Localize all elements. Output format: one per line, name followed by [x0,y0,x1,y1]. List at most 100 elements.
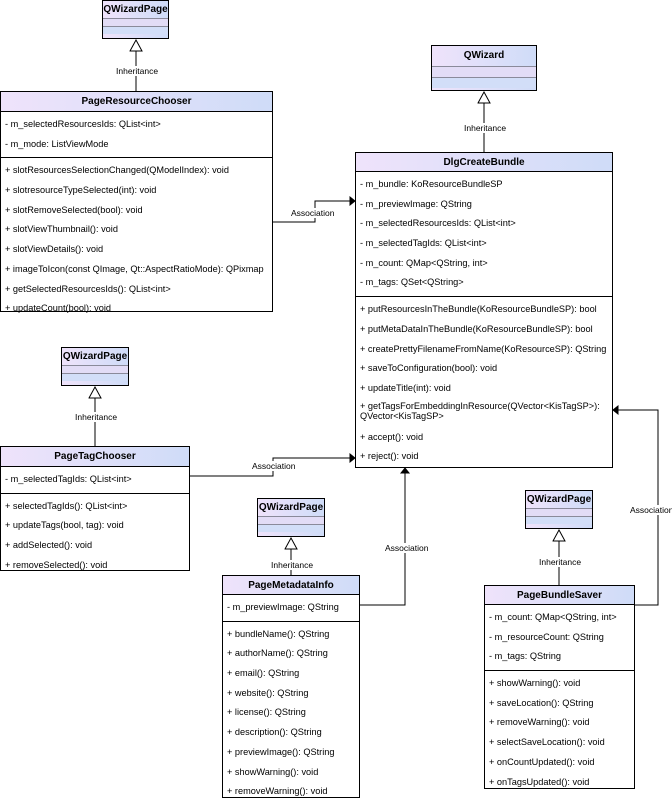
attributes-section: - m_previewImage: QString [223,595,359,622]
method-row: + saveLocation(): QString [489,697,594,708]
stub-attribute-section [103,18,168,26]
method-row: + createPrettyFilenameFromName(KoResourc… [360,343,607,354]
stub-title: QWizardPage [62,351,128,362]
attribute-row: - m_resourceCount: QString [489,631,604,642]
method-row: + onTagsUpdated(): void [489,776,590,787]
attribute-row: - m_tags: QString [489,651,561,662]
method-row: + imageToIcon(const QImage, Qt::AspectRa… [5,263,264,274]
methods-section: + selectedTagIds(): QList<int> + updateT… [1,494,189,579]
attributes-section: - m_bundle: KoResourceBundleSP - m_previ… [356,172,612,298]
stub-method-section [62,373,128,381]
stub-method-section [103,26,168,34]
methods-section: + showWarning(): void + saveLocation(): … [485,671,634,795]
method-row: + addSelected(): void [5,540,93,551]
qwizardpage-stub-4: QWizardPage [525,490,593,529]
attribute-row: - m_count: QMap<QString, int> [360,257,488,268]
methods-section: + slotResourcesSelectionChanged(QModelIn… [1,158,272,322]
inheritance-label: Inheritance [74,412,119,422]
methods-section: + putResourcesInTheBundle(KoResourceBund… [356,297,612,470]
attribute-row: - m_previewImage: QString [360,198,472,209]
method-row: + description(): QString [227,727,322,738]
attribute-row: - m_selectedTagIds: QList<int> [5,474,132,484]
inheritance-label: Inheritance [463,123,508,133]
attribute-row: - m_previewImage: QString [227,602,339,612]
attribute-row: - m_bundle: KoResourceBundleSP [360,179,503,189]
method-row: + saveToConfiguration(bool): void [360,363,498,374]
method-row: + slotRemoveSelected(bool): void [5,204,143,215]
method-row: + slotViewDetails(): void [5,244,104,255]
method-row: + email(): QString [227,668,300,679]
association-arrow-bundle-saver [612,404,619,416]
stub-method-section [432,77,536,88]
method-row: + putMetaDataInTheBundle(KoResourceBundl… [360,323,593,334]
association-arrow-metadata-info [399,467,411,474]
method-row: + reject(): void [360,451,419,462]
method-row: + accept(): void [360,431,424,442]
method-row: + license(): QString [227,707,306,718]
method-row: + slotResourcesSelectionChanged(QModelIn… [5,165,229,176]
qwizardpage-stub-1: QWizardPage [102,0,169,39]
association-label: Association [629,505,672,515]
inheritance-label: Inheritance [270,560,315,570]
method-row: + updateTags(bool, tag): void [5,520,124,531]
method-row: + slotViewThumbnail(): void [5,224,118,235]
class-page-resource-chooser: PageResourceChooser - m_selectedResource… [0,91,273,313]
class-title: PageTagChooser [1,447,189,467]
attributes-section: - m_count: QMap<QString, int> - m_resour… [485,605,634,672]
method-row: + selectedTagIds(): QList<int> [5,500,128,511]
method-row: + selectSaveLocation(): void [489,737,605,748]
method-row: + website(): QString [227,687,309,698]
method-row: + authorName(): QString [227,648,328,659]
class-title: PageResourceChooser [1,92,272,112]
class-title: PageMetadataInfo [223,576,359,595]
attribute-row: - m_mode: ListViewMode [5,138,109,149]
stub-attribute-section [258,516,324,524]
inheritance-label: Inheritance [538,557,583,567]
method-row: + updateCount(bool): void [5,303,111,314]
attribute-row: - m_count: QMap<QString, int> [489,612,617,622]
class-title: PageBundleSaver [485,586,634,605]
method-row: + showWarning(): void [227,766,319,777]
method-row: + bundleName(): QString [227,628,330,639]
association-label: Association [384,543,430,553]
method-row: + updateTitle(int): void [360,382,451,393]
qwizardpage-stub-2: QWizardPage [61,347,129,386]
attributes-section: - m_selectedTagIds: QList<int> [1,467,189,494]
method-row: + showWarning(): void [489,678,581,689]
qwizardpage-stub-3: QWizardPage [257,498,325,537]
methods-section: + bundleName(): QString + authorName(): … [223,622,359,805]
stub-attribute-section [526,508,592,516]
method-row: + slotresourceTypeSelected(int): void [5,185,157,196]
stub-method-section [526,516,592,524]
method-row: + getTagsForEmbeddingInResource(QVector<… [360,400,600,421]
method-row: + onCountUpdated(): void [489,756,595,767]
class-dlg-create-bundle: DlgCreateBundle - m_bundle: KoResourceBu… [355,152,613,468]
class-page-bundle-saver: PageBundleSaver - m_count: QMap<QString,… [484,585,635,789]
attribute-row: - m_selectedTagIds: QList<int> [360,238,487,249]
association-arrow-resource-chooser [349,195,356,207]
association-label: Association [290,208,336,218]
class-page-tag-chooser: PageTagChooser - m_selectedTagIds: QList… [0,446,190,571]
attributes-section: - m_selectedResourcesIds: QList<int> - m… [1,112,272,159]
qwizard-stub: QWizard [431,45,537,91]
stub-title: QWizard [463,50,505,61]
stub-method-section [258,524,324,532]
attribute-row: - m_tags: QSet<QString> [360,277,464,288]
stub-title: QWizardPage [258,502,324,513]
inheritance-label: Inheritance [115,66,160,76]
attribute-row: - m_selectedResourcesIds: QList<int> [360,218,516,229]
class-page-metadata-info: PageMetadataInfo - m_previewImage: QStri… [222,575,360,798]
method-row: + removeSelected(): void [5,559,108,570]
class-title: DlgCreateBundle [356,153,612,172]
method-row: + removeWarning(): void [227,786,328,797]
stub-title: QWizardPage [526,494,592,505]
stub-title: QWizardPage [103,4,168,15]
method-row: + putResourcesInTheBundle(KoResourceBund… [360,304,597,315]
stub-attribute-section [432,66,536,77]
association-line-metadata-info [360,473,406,606]
method-row: + removeWarning(): void [489,717,590,728]
attribute-row: - m_selectedResourcesIds: QList<int> [5,119,161,129]
method-row: + previewImage(): QString [227,746,335,757]
association-label: Association [251,461,297,471]
association-arrow-tag-chooser [349,452,356,464]
